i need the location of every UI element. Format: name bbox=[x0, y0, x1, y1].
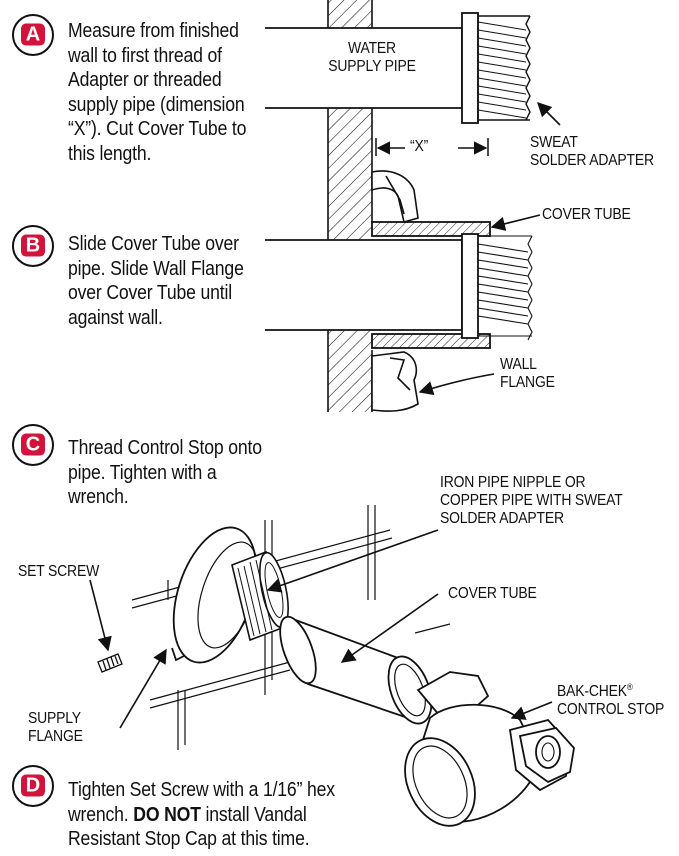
cover-tube-drawing bbox=[279, 615, 433, 725]
dimension-x-arrows bbox=[375, 138, 489, 156]
label-iron-pipe-nipple: IRON PIPE NIPPLE OR COPPER PIPE WITH SWE… bbox=[440, 474, 623, 527]
sweat-solder-adapter-threads bbox=[477, 13, 531, 123]
label-dimension-x: “X” bbox=[410, 138, 429, 155]
step-d-text: Tighten Set Screw with a 1/16” hex wrenc… bbox=[68, 778, 335, 850]
leader-cover-tube-top bbox=[490, 214, 541, 231]
leader-iron-pipe-nipple bbox=[266, 529, 439, 593]
step-a-badge: A bbox=[12, 14, 54, 56]
step-b-text: Slide Cover Tube over pipe. Slide Wall F… bbox=[68, 232, 244, 329]
leader-cover-tube-bottom bbox=[340, 593, 439, 663]
leader-bak-chek bbox=[510, 701, 553, 720]
step-a-text: Measure from finished wall to first thre… bbox=[68, 19, 247, 165]
leader-supply-flange bbox=[119, 648, 167, 729]
leader-wall-flange bbox=[418, 373, 495, 396]
control-stop-drawing bbox=[404, 671, 575, 827]
leader-sweat-adapter bbox=[536, 101, 561, 126]
label-sweat-solder-adapter: SWEAT SOLDER ADAPTER bbox=[530, 134, 654, 169]
water-supply-pipe bbox=[265, 12, 479, 124]
label-cover-tube-bottom: COVER TUBE bbox=[448, 585, 537, 602]
do-not-emphasis: DO NOT bbox=[133, 802, 201, 826]
step-b-badge: B bbox=[12, 225, 54, 267]
registered-mark: ® bbox=[626, 682, 633, 692]
adapter-threads-lower bbox=[477, 235, 533, 341]
label-wall-flange: WALL FLANGE bbox=[500, 356, 555, 391]
label-water-supply-pipe: WATER SUPPLY PIPE bbox=[328, 40, 416, 75]
step-d-badge: D bbox=[12, 765, 54, 807]
wall-section-upper bbox=[327, 0, 373, 412]
label-set-screw: SET SCREW bbox=[18, 563, 100, 580]
leader-set-screw bbox=[89, 579, 112, 652]
label-bak-chek-control-stop: BAK-CHEK® CONTROL STOP bbox=[557, 682, 665, 719]
step-c-text: Thread Control Stop onto pipe. Tighten w… bbox=[68, 436, 262, 508]
set-screw-drawing bbox=[97, 653, 123, 673]
supply-flange-drawing bbox=[171, 526, 259, 664]
label-supply-flange: SUPPLY FLANGE bbox=[28, 710, 83, 745]
step-c-badge: C bbox=[12, 424, 54, 466]
wall-flange-shape bbox=[371, 170, 419, 412]
label-cover-tube-top: COVER TUBE bbox=[542, 206, 631, 223]
pipe-with-cover-tube bbox=[265, 221, 491, 349]
